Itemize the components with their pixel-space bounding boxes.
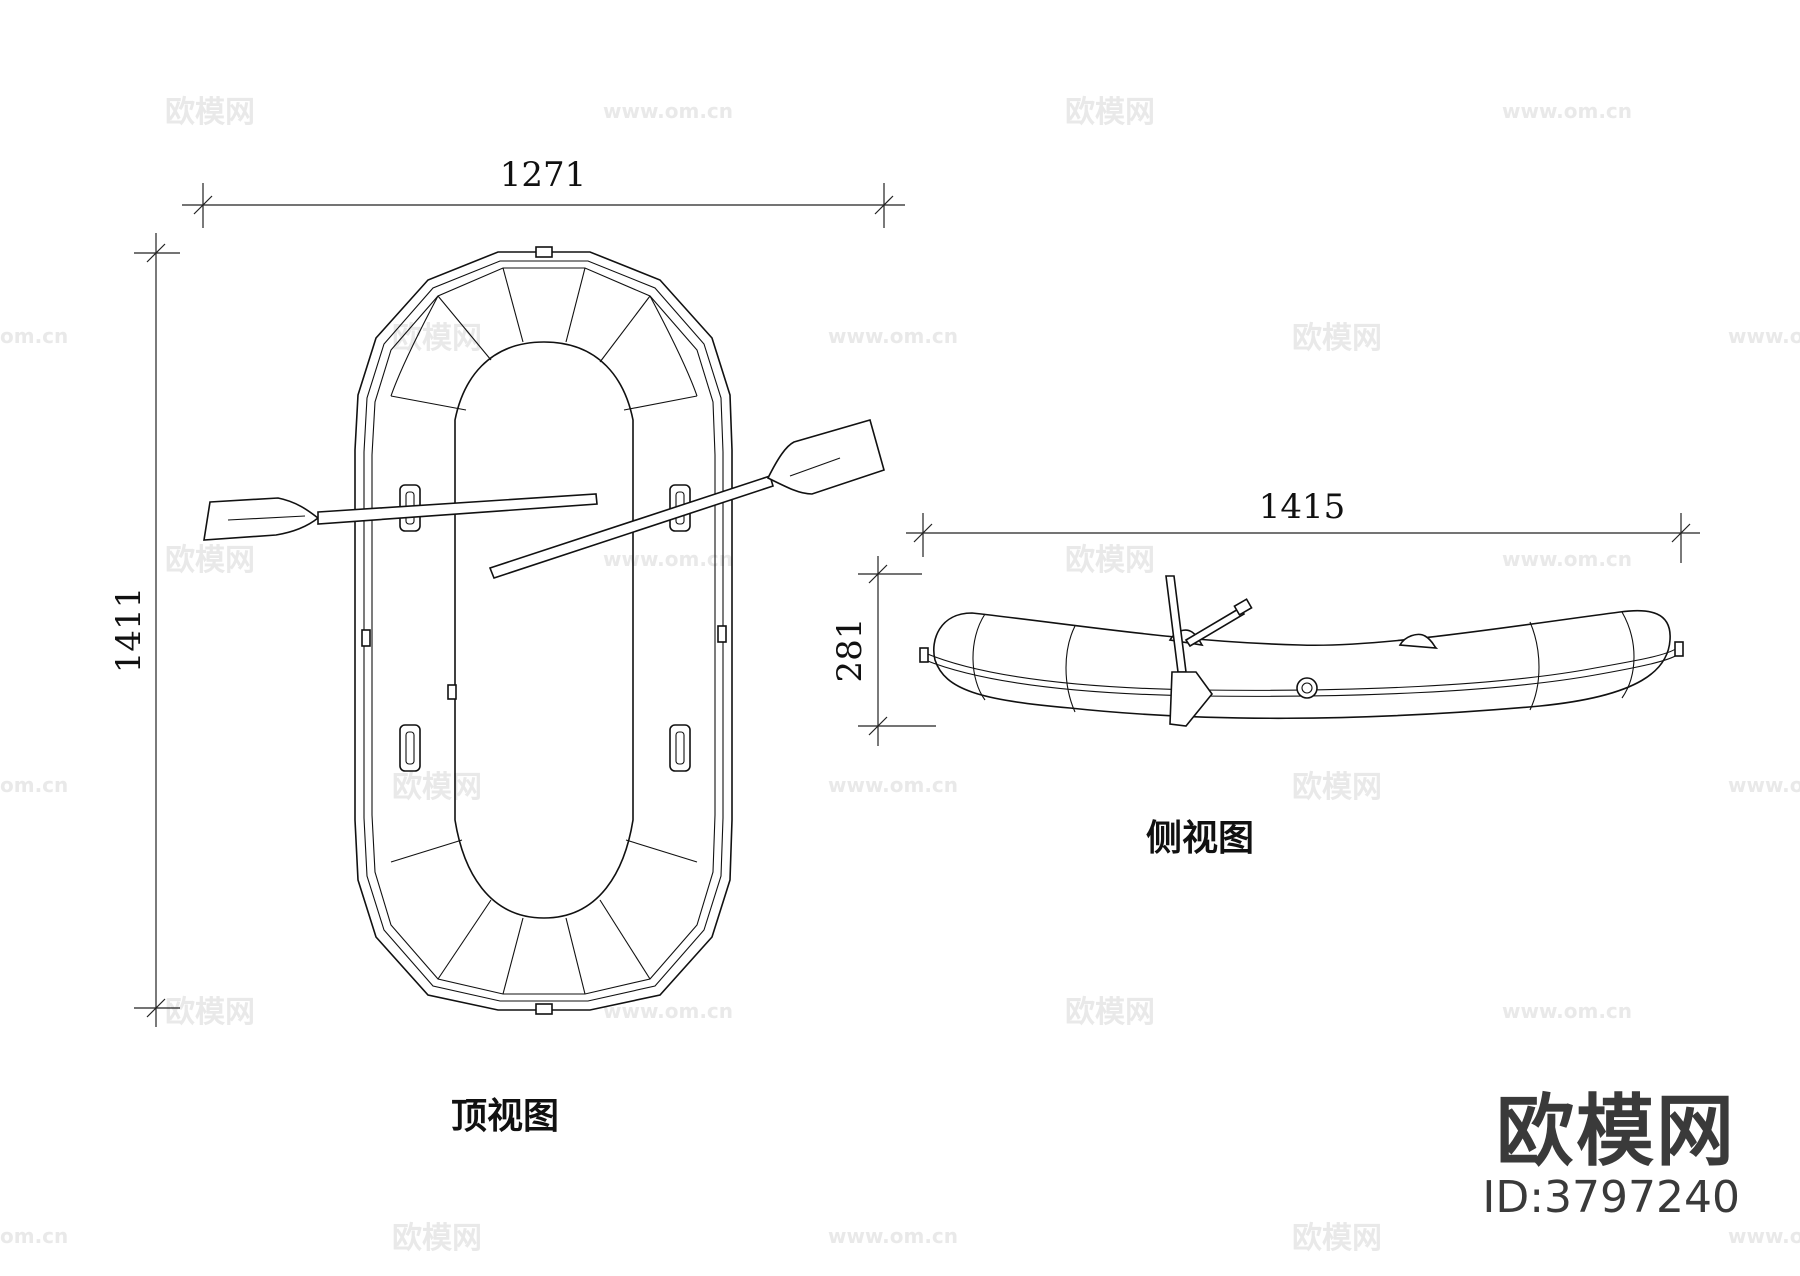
watermark-layer: 欧模网 www.om.cn 欧模网 www.om.cn om.cn 欧模网 ww… bbox=[0, 95, 1800, 1256]
watermark-url: www.om.cn bbox=[828, 324, 958, 348]
watermark-cn: 欧模网 bbox=[1065, 543, 1155, 578]
side-stern-tip bbox=[1674, 641, 1684, 657]
floor-valve bbox=[447, 684, 457, 700]
watermark-cn: 欧模网 bbox=[1292, 1221, 1382, 1256]
watermark-url: www.om.cn bbox=[828, 773, 958, 797]
side-valve-left bbox=[361, 629, 371, 647]
side-view-label: 侧视图 bbox=[1146, 817, 1254, 859]
side-valve-right bbox=[717, 625, 727, 643]
watermark-cn: 欧模网 bbox=[392, 1221, 482, 1256]
boat-outer-hull bbox=[354, 251, 733, 1011]
watermark-url: www.om.cn bbox=[1728, 1224, 1800, 1248]
top-view-label: 顶视图 bbox=[451, 1095, 559, 1137]
watermark-url: www.om.cn bbox=[1502, 547, 1632, 571]
side-view: 1415 281 bbox=[830, 487, 1700, 859]
watermark-url: www.om.cn bbox=[603, 547, 733, 571]
stern-valve bbox=[535, 1003, 553, 1015]
side-length-dimension: 1415 bbox=[906, 487, 1700, 563]
brand-name: 欧模网 bbox=[1496, 1087, 1736, 1177]
watermark-url: om.cn bbox=[0, 1224, 68, 1248]
top-width-dimension: 1271 bbox=[182, 155, 905, 228]
oar-right bbox=[488, 419, 885, 579]
boat-inner-floor bbox=[454, 341, 634, 919]
watermark-cn: 欧模网 bbox=[392, 321, 482, 356]
watermark-cn: 欧模网 bbox=[1292, 321, 1382, 356]
side-height-dimension: 281 bbox=[830, 556, 936, 746]
top-length-dimension: 1411 bbox=[109, 233, 180, 1027]
watermark-url: www.om.cn bbox=[603, 99, 733, 123]
side-length-dim-label: 1415 bbox=[1259, 487, 1346, 527]
watermark-cn: 欧模网 bbox=[165, 995, 255, 1030]
watermark-cn: 欧模网 bbox=[392, 770, 482, 805]
side-oarlock bbox=[1398, 633, 1439, 649]
side-oar-angled bbox=[1184, 598, 1253, 648]
watermark-url: www.om.cn bbox=[828, 1224, 958, 1248]
watermark-url: www.om.cn bbox=[1502, 99, 1632, 123]
watermark-cn: 欧模网 bbox=[1065, 95, 1155, 130]
side-height-dim-label: 281 bbox=[830, 618, 870, 683]
bow-valve bbox=[535, 246, 553, 258]
top-length-dim-label: 1411 bbox=[109, 587, 149, 674]
side-hull-rubstrake-lower bbox=[924, 654, 1678, 697]
watermark-cn: 欧模网 bbox=[1065, 995, 1155, 1030]
side-hull-seams bbox=[972, 611, 1635, 713]
brand-mark: 欧模网 ID:3797240 bbox=[1482, 1087, 1740, 1223]
boat-tube-outline bbox=[371, 267, 716, 995]
brand-id: ID:3797240 bbox=[1482, 1172, 1740, 1223]
top-view: 1271 1411 bbox=[109, 155, 905, 1137]
boat-outer-hull-inner-line bbox=[363, 260, 724, 1002]
handle-rear-right bbox=[669, 724, 691, 772]
watermark-url: om.cn bbox=[0, 324, 68, 348]
oar-left bbox=[203, 493, 598, 541]
watermark-url: om.cn bbox=[0, 773, 68, 797]
watermark-cn: 欧模网 bbox=[1292, 770, 1382, 805]
side-valve bbox=[1296, 677, 1318, 699]
watermark-cn: 欧模网 bbox=[165, 543, 255, 578]
side-hull-rubstrake bbox=[924, 647, 1678, 691]
side-bow-tip bbox=[919, 647, 929, 663]
watermark-cn: 欧模网 bbox=[165, 95, 255, 130]
side-oar bbox=[1165, 575, 1214, 727]
handle-rear-left bbox=[399, 724, 421, 772]
tube-segments-stern bbox=[390, 839, 698, 995]
watermark-url: www.om.cn bbox=[1728, 773, 1800, 797]
watermark-url: www.om.cn bbox=[1502, 999, 1632, 1023]
tube-segments-bow bbox=[390, 267, 698, 411]
top-width-dim-label: 1271 bbox=[500, 155, 587, 195]
side-hull-outline bbox=[933, 609, 1671, 720]
watermark-url: www.om.cn bbox=[1728, 324, 1800, 348]
